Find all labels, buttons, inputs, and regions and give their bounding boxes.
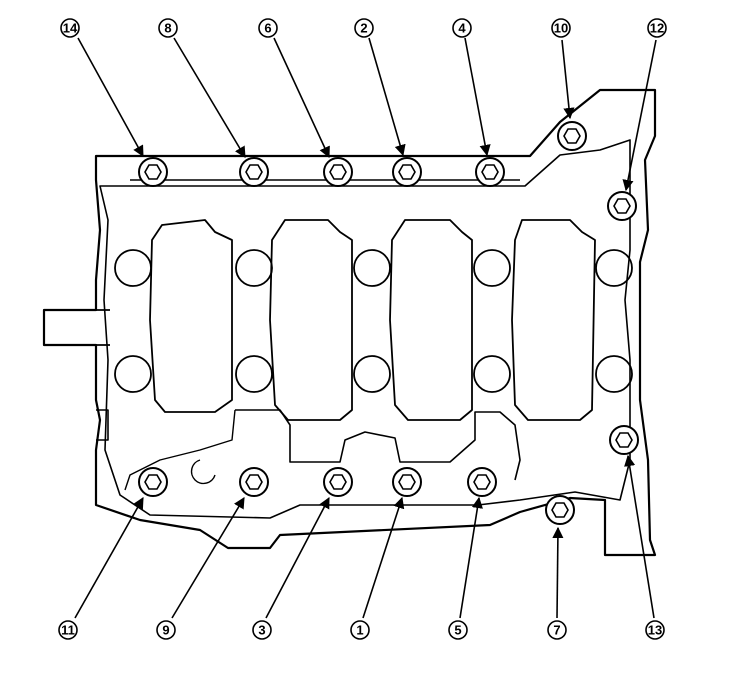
- leader-5: [459, 496, 483, 619]
- dowel-holes: [114, 249, 633, 393]
- leader-3: [265, 497, 330, 619]
- leader-arrows: [74, 37, 657, 619]
- bolt-1: [392, 467, 422, 497]
- bolt-2: [392, 157, 422, 187]
- callout-9: 9: [156, 620, 176, 640]
- svg-text:1: 1: [356, 623, 363, 638]
- svg-text:6: 6: [264, 21, 271, 36]
- svg-text:13: 13: [648, 623, 662, 638]
- svg-text:9: 9: [162, 623, 169, 638]
- leader-8: [173, 37, 246, 158]
- block-outline: [42, 88, 657, 557]
- callout-6: 6: [258, 18, 278, 38]
- svg-text:8: 8: [164, 21, 171, 36]
- callout-4: 4: [452, 18, 472, 38]
- callout-7: 7: [547, 620, 567, 640]
- leader-7: [552, 526, 564, 619]
- svg-text:10: 10: [554, 21, 568, 36]
- leader-2: [368, 37, 406, 157]
- callout-13: 13: [645, 620, 665, 640]
- callout-12: 12: [647, 18, 667, 38]
- svg-text:5: 5: [454, 623, 461, 638]
- bolt-6: [323, 157, 353, 187]
- leader-11: [74, 497, 144, 619]
- bolt-heads: [138, 121, 639, 525]
- bolt-10: [557, 121, 587, 151]
- svg-text:11: 11: [61, 623, 75, 638]
- bolt-8: [239, 157, 269, 187]
- leader-13: [624, 454, 655, 619]
- callout-2: 2: [354, 18, 374, 38]
- bolt-7: [545, 495, 575, 525]
- leader-4: [464, 37, 491, 157]
- svg-text:7: 7: [553, 623, 560, 638]
- bolt-9: [239, 467, 269, 497]
- callout-11: 11: [58, 620, 78, 640]
- bolt-4: [475, 157, 505, 187]
- bolt-3: [323, 467, 353, 497]
- leader-12: [622, 39, 657, 192]
- svg-text:2: 2: [360, 21, 367, 36]
- leader-6: [273, 37, 330, 159]
- svg-text:4: 4: [458, 21, 466, 36]
- svg-text:12: 12: [650, 21, 664, 36]
- callout-14: 14: [60, 18, 80, 38]
- callout-3: 3: [252, 620, 272, 640]
- bolt-5: [467, 467, 497, 497]
- svg-text:14: 14: [63, 21, 78, 36]
- leader-9: [171, 497, 245, 619]
- leader-14: [77, 37, 144, 157]
- leader-1: [362, 496, 405, 619]
- bolt-12: [607, 191, 637, 221]
- callout-5: 5: [448, 620, 468, 640]
- svg-text:3: 3: [258, 623, 265, 638]
- callout-10: 10: [551, 18, 571, 38]
- bolt-14: [138, 157, 168, 187]
- bolt-13: [609, 425, 639, 455]
- callouts: 14 8 6 2 4 10 12 11 9 3 1 5 7 13: [58, 18, 667, 640]
- callout-1: 1: [350, 620, 370, 640]
- callout-8: 8: [158, 18, 178, 38]
- bore-cutouts: [124, 219, 596, 491]
- bolt-11: [138, 467, 168, 497]
- leader-10: [561, 39, 575, 120]
